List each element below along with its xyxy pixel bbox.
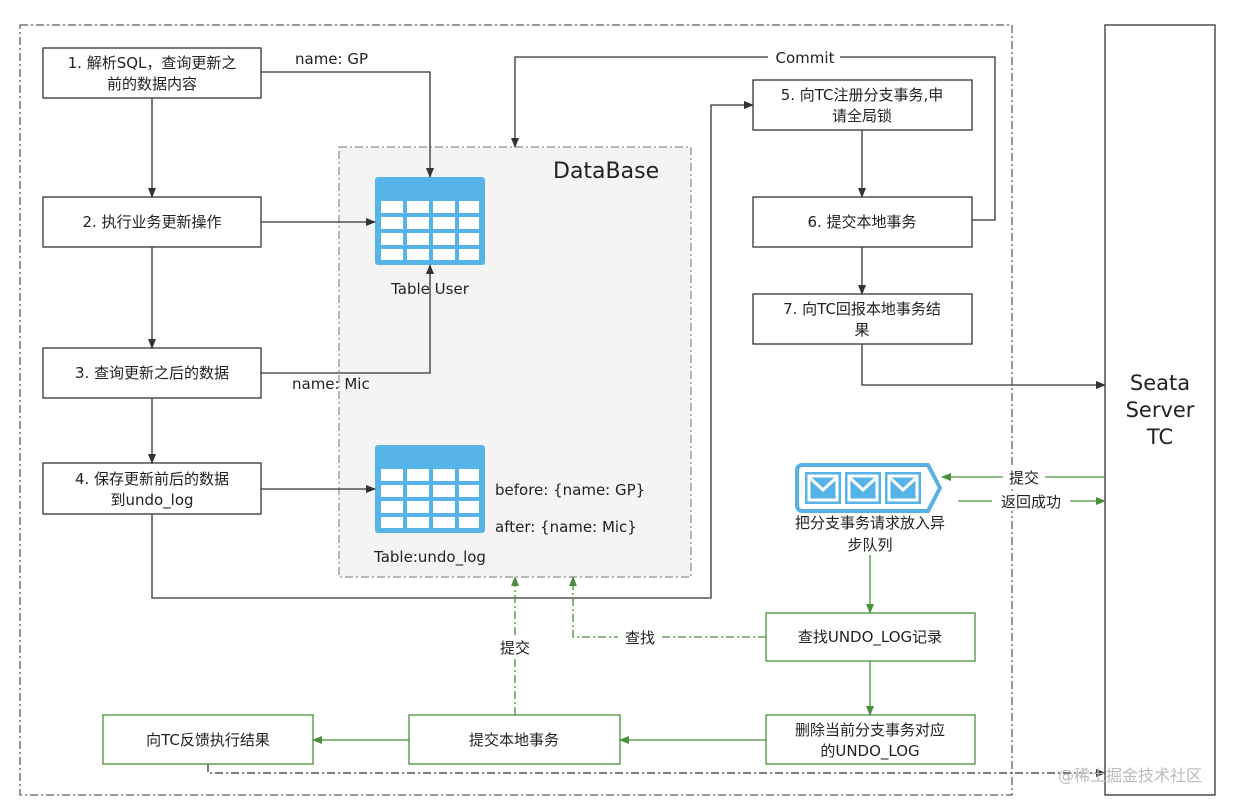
find-undo-text: 查找UNDO_LOG记录 bbox=[798, 628, 942, 647]
step-7-text: 7. 向TC回报本地事务结果 bbox=[783, 300, 941, 339]
arrow-commit bbox=[511, 56, 996, 221]
find-label: 查找 bbox=[625, 629, 655, 647]
step-4-box bbox=[42, 462, 262, 515]
name-mic-label: name: Mic bbox=[292, 375, 370, 393]
queue-icon bbox=[795, 463, 943, 513]
queue-text: 把分支事务请求放入异步队列 bbox=[795, 514, 945, 554]
arrow-find-to-db bbox=[569, 576, 766, 638]
commit-local-text: 提交本地事务 bbox=[469, 731, 559, 749]
step-7-box bbox=[752, 293, 973, 345]
step-5-text: 5. 向TC注册分支事务,申请全局锁 bbox=[781, 86, 944, 125]
commit-label: Commit bbox=[776, 49, 835, 67]
submit-db-label: 提交 bbox=[500, 639, 530, 657]
delete-undo-text: 删除当前分支事务对应的UNDO_LOG bbox=[795, 721, 945, 761]
after-value: after: {name: Mic} bbox=[495, 518, 637, 536]
table-undo-label: Table:undo_log bbox=[373, 548, 486, 567]
feedback-text: 向TC反馈执行结果 bbox=[146, 731, 270, 749]
seata-server-box bbox=[1104, 24, 1216, 796]
arrow-1-to-table bbox=[261, 71, 434, 178]
delete-undo-box bbox=[765, 714, 976, 765]
step-4-text: 4. 保存更新前后的数据到undo_log bbox=[75, 470, 229, 510]
step-5-box bbox=[752, 79, 973, 131]
arrow-4-to-5 bbox=[151, 101, 754, 599]
return-success-label: 返回成功 bbox=[1001, 493, 1061, 511]
client-frame bbox=[19, 24, 1013, 796]
step-2-box bbox=[42, 196, 262, 248]
watermark: @稀土掘金技术社区 bbox=[1058, 766, 1202, 785]
step-3-text: 3. 查询更新之后的数据 bbox=[75, 364, 229, 382]
submit-label: 提交 bbox=[1009, 469, 1039, 487]
database-title: DataBase bbox=[553, 159, 659, 184]
arrow-7-to-tc bbox=[861, 344, 1106, 389]
name-gp-label: name: GP bbox=[295, 50, 368, 68]
step-6-box bbox=[752, 196, 973, 248]
step-6-text: 6. 提交本地事务 bbox=[807, 213, 916, 231]
feedback-box bbox=[102, 714, 314, 765]
step-1-text: 1. 解析SQL，查询更新之前的数据内容 bbox=[68, 54, 237, 93]
step-2-text: 2. 执行业务更新操作 bbox=[82, 213, 221, 231]
table-user-icon bbox=[375, 177, 485, 265]
before-value: before: {name: GP} bbox=[495, 481, 645, 499]
step-3-box bbox=[42, 347, 262, 399]
table-undo-log-icon bbox=[375, 445, 485, 533]
arrow-feedback-to-tc bbox=[207, 764, 1106, 777]
arrow-3-to-table bbox=[261, 264, 434, 374]
